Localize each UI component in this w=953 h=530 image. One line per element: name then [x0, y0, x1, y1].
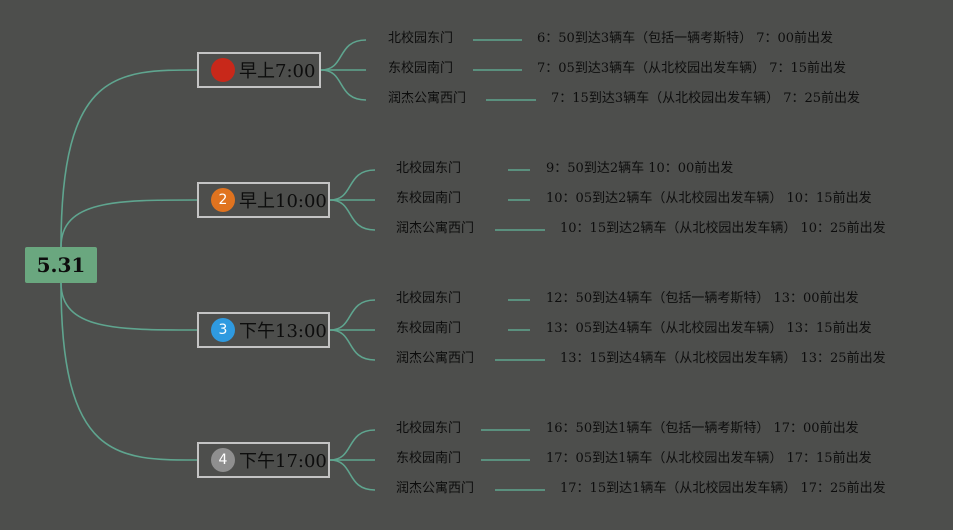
location-label[interactable]: 润杰公寓西门	[396, 221, 475, 236]
root-connector	[60, 69, 198, 248]
location-label[interactable]: 润杰公寓西门	[396, 351, 475, 366]
priority-1-icon: 1	[211, 58, 235, 82]
schedule-detail[interactable]: 13：05到达4辆车（从北校园出发车辆） 13：15前出发	[546, 321, 872, 336]
branch-connector	[329, 329, 376, 361]
location-label[interactable]: 东校园南门	[396, 321, 462, 336]
schedule-detail[interactable]: 9：50到达2辆车 10：00前出发	[546, 161, 734, 176]
root-connector	[60, 199, 198, 248]
schedule-detail[interactable]: 10：15到达2辆车（从北校园出发车辆） 10：25前出发	[560, 221, 886, 236]
location-label[interactable]: 北校园东门	[396, 161, 462, 176]
schedule-detail[interactable]: 7：15到达3辆车（从北校园出发车辆） 7：25前出发	[551, 91, 861, 106]
branch-connector	[329, 199, 376, 231]
priority-2-icon: 2	[211, 188, 235, 212]
priority-3-icon: 3	[211, 318, 235, 342]
time-node-label: 早上7:00	[239, 61, 316, 82]
location-label[interactable]: 东校园南门	[396, 191, 462, 206]
location-label[interactable]: 润杰公寓西门	[396, 481, 475, 496]
time-node-label: 下午17:00	[239, 451, 327, 472]
schedule-detail[interactable]: 12：50到达4辆车（包括一辆考斯特） 13：00前出发	[546, 291, 859, 306]
branch-connector	[329, 169, 376, 201]
schedule-detail[interactable]: 7：05到达3辆车（从北校园出发车辆） 7：15前出发	[537, 61, 847, 76]
priority-4-icon: 4	[211, 448, 235, 472]
location-label[interactable]: 北校园东门	[396, 421, 462, 436]
root-connector	[60, 282, 198, 461]
branch-connector	[329, 429, 376, 461]
root-connector	[60, 282, 198, 331]
schedule-detail[interactable]: 17：05到达1辆车（从北校园出发车辆） 17：15前出发	[546, 451, 872, 466]
root-label: 5.31	[36, 253, 86, 277]
location-label[interactable]: 北校园东门	[396, 291, 462, 306]
schedule-detail[interactable]: 17：15到达1辆车（从北校园出发车辆） 17：25前出发	[560, 481, 886, 496]
schedule-detail[interactable]: 13：15到达4辆车（从北校园出发车辆） 13：25前出发	[560, 351, 886, 366]
location-label[interactable]: 北校园东门	[388, 31, 454, 46]
branch-connector	[320, 69, 367, 101]
branch-connector	[329, 459, 376, 491]
location-label[interactable]: 润杰公寓西门	[388, 91, 467, 106]
location-label[interactable]: 东校园南门	[396, 451, 462, 466]
branch-connector	[320, 39, 367, 71]
time-node-label: 早上10:00	[239, 191, 327, 212]
location-label[interactable]: 东校园南门	[388, 61, 454, 76]
schedule-detail[interactable]: 6：50到达3辆车（包括一辆考斯特） 7：00前出发	[537, 31, 834, 46]
time-node-label: 下午13:00	[239, 321, 327, 342]
schedule-detail[interactable]: 10：05到达2辆车（从北校园出发车辆） 10：15前出发	[546, 191, 872, 206]
branch-connector	[329, 299, 376, 331]
root-node[interactable]: 5.31	[25, 247, 97, 283]
schedule-detail[interactable]: 16：50到达1辆车（包括一辆考斯特） 17：00前出发	[546, 421, 859, 436]
